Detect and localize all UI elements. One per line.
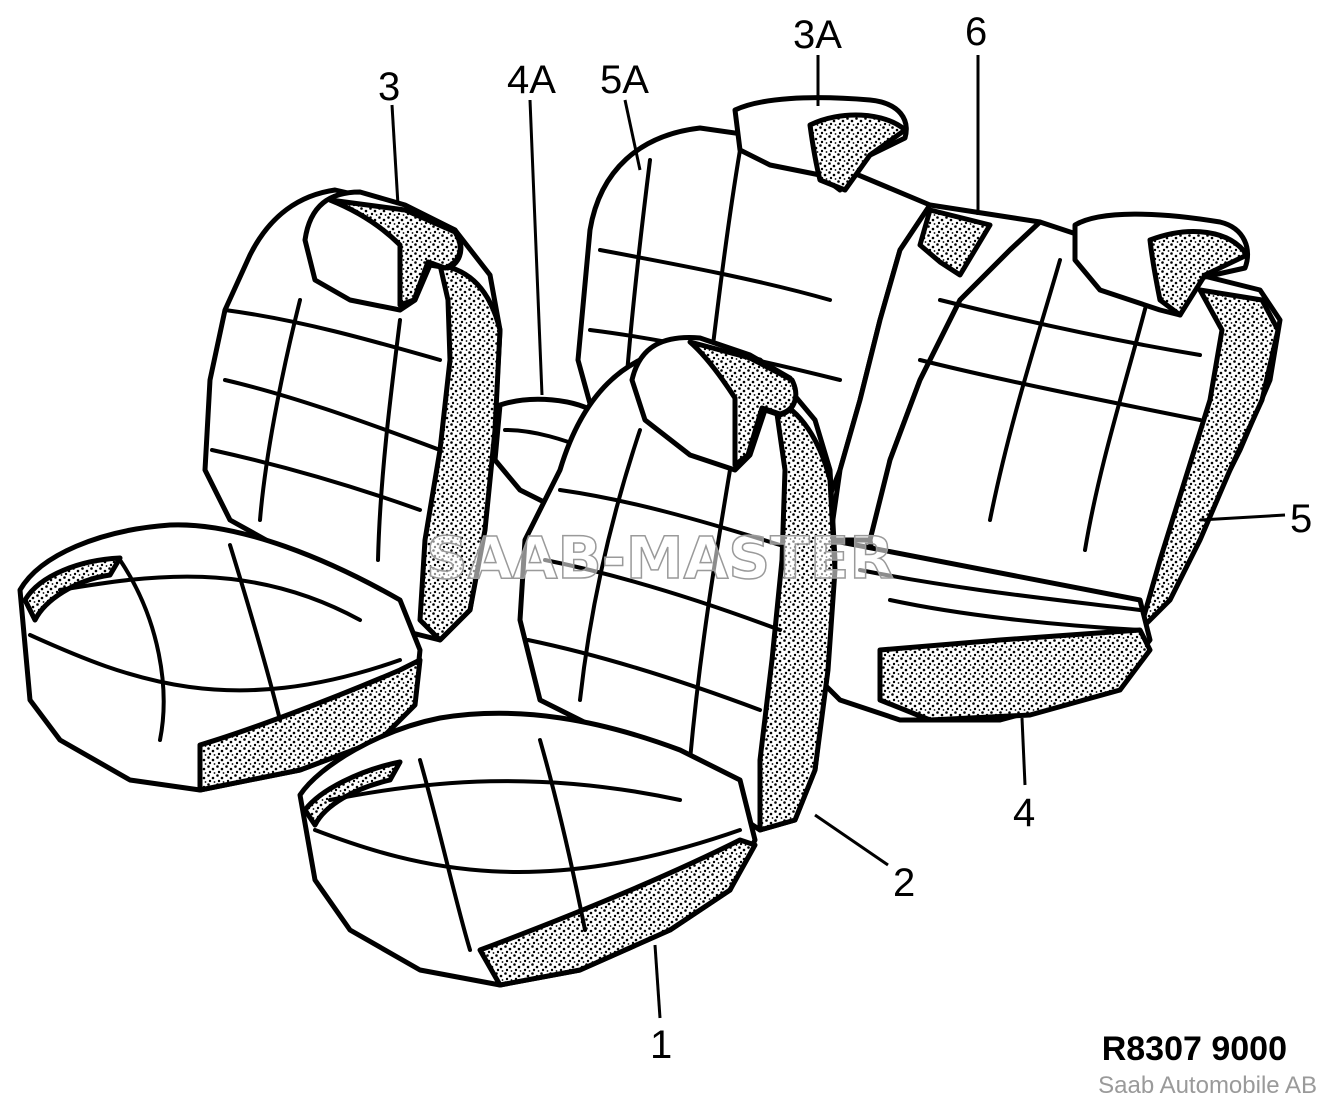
front-left-backrest-side bbox=[417, 262, 503, 643]
watermark-text: SAAB-MASTER bbox=[426, 524, 894, 592]
front-left-cushion-front bbox=[197, 657, 423, 793]
rear-seam bbox=[938, 298, 1202, 357]
front-left-seam bbox=[228, 543, 282, 722]
leader-4a bbox=[528, 99, 544, 396]
front-right-seam bbox=[558, 488, 782, 547]
front-right-backrest-side bbox=[757, 397, 838, 833]
front-left-seat bbox=[17, 187, 503, 793]
rear-cushion-front bbox=[877, 627, 1153, 723]
front-left-seam bbox=[58, 574, 362, 622]
leader-5a bbox=[623, 99, 642, 171]
callout-1: 1 bbox=[650, 1023, 672, 1067]
rear-center-armrest-shade bbox=[917, 207, 993, 278]
front-right-headrest-shade bbox=[687, 339, 799, 468]
front-right-seam bbox=[328, 779, 682, 802]
front-right-seat bbox=[297, 335, 838, 988]
rear-seam bbox=[598, 248, 832, 302]
front-right-seam bbox=[578, 428, 642, 702]
front-left-seam bbox=[118, 558, 166, 742]
rear-headrest-center-shade bbox=[807, 112, 908, 193]
front-right-seam bbox=[538, 738, 587, 932]
callout-3: 3 bbox=[378, 65, 400, 109]
front-right-seam bbox=[313, 828, 742, 874]
front-left-seam bbox=[28, 633, 402, 693]
callout-6: 6 bbox=[965, 10, 987, 54]
leader-1 bbox=[653, 944, 662, 1019]
front-right-cushion-front bbox=[477, 837, 758, 988]
front-right-seam bbox=[688, 468, 732, 762]
callout-3a: 3A bbox=[793, 13, 842, 57]
front-left-headrest-shade bbox=[327, 197, 463, 308]
rear-seam bbox=[888, 598, 1142, 632]
callout-4a: 4A bbox=[507, 58, 556, 102]
rear-seam bbox=[1083, 288, 1152, 552]
front-right-cushion-edge bbox=[302, 759, 403, 828]
rear-headrest-right-shade bbox=[1147, 229, 1250, 318]
rear-seam bbox=[988, 258, 1062, 522]
front-right-seam bbox=[526, 638, 762, 712]
rear-seam bbox=[918, 358, 1202, 422]
rear-backrest-right-side bbox=[1137, 287, 1281, 633]
front-right-seam bbox=[543, 558, 782, 632]
leader-2 bbox=[814, 813, 889, 867]
credit-text: Saab Automobile AB bbox=[1098, 1072, 1317, 1099]
leader-5 bbox=[1199, 513, 1286, 522]
front-left-cushion-edge bbox=[22, 555, 123, 623]
leader-4 bbox=[1020, 717, 1027, 786]
front-left-seam bbox=[223, 378, 442, 452]
leader-lines bbox=[390, 55, 1286, 1019]
callout-5: 5 bbox=[1290, 497, 1312, 541]
front-left-seam bbox=[258, 298, 302, 522]
callout-2: 2 bbox=[893, 861, 915, 905]
front-left-seam bbox=[376, 318, 402, 562]
front-right-seam bbox=[418, 758, 472, 952]
rear-seam bbox=[858, 568, 1142, 612]
callout-4: 4 bbox=[1013, 791, 1035, 835]
leader-3 bbox=[390, 104, 400, 206]
callout-5a: 5A bbox=[600, 58, 649, 102]
front-left-seam bbox=[223, 308, 442, 362]
front-left-seam bbox=[210, 448, 422, 512]
figure-code: R8307 9000 bbox=[1101, 1030, 1287, 1068]
